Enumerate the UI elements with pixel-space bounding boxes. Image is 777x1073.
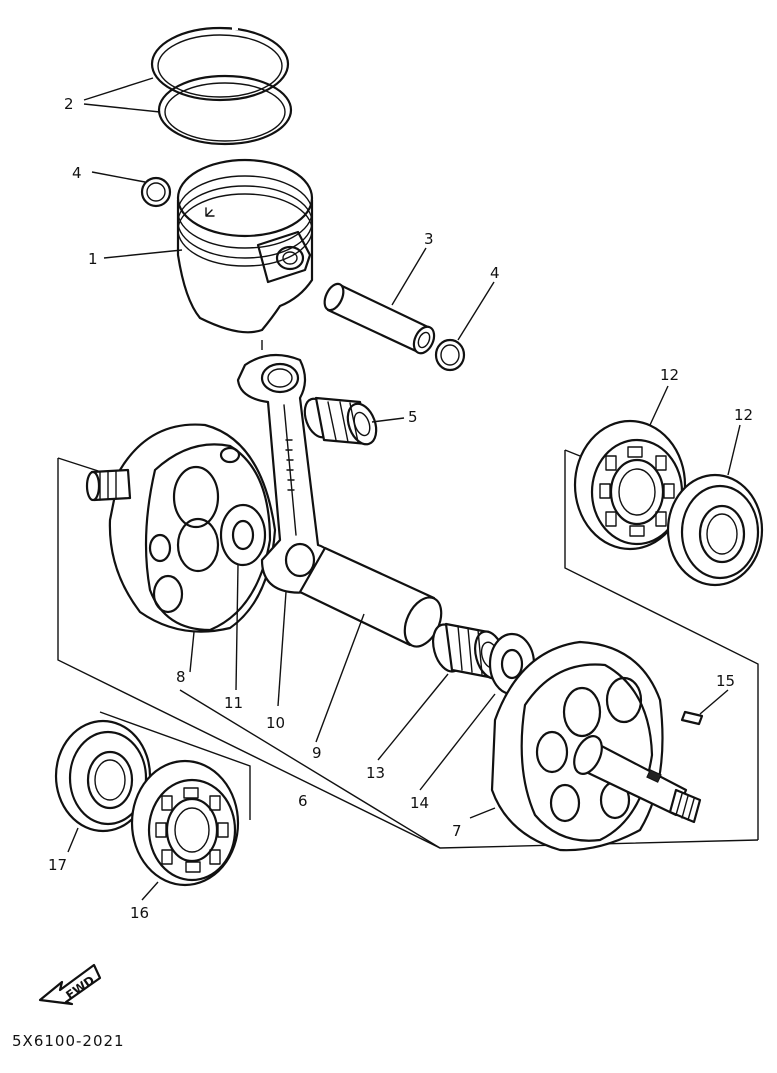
callout-12-left: 11 bbox=[224, 694, 243, 712]
bearing-rollers-right bbox=[599, 446, 675, 537]
piston-ring-upper bbox=[150, 26, 290, 102]
crank-shaft-right bbox=[573, 735, 702, 824]
callout-6: 6 bbox=[298, 792, 308, 810]
piston bbox=[176, 158, 314, 334]
circlip-left bbox=[140, 176, 172, 208]
small-end-bearing bbox=[303, 396, 378, 446]
crank-wheel-left bbox=[108, 423, 277, 633]
callout-12-right: 14 bbox=[410, 794, 429, 812]
crank-shaft-left bbox=[85, 468, 132, 502]
callout-10: 10 bbox=[266, 714, 285, 732]
main-bearing-left bbox=[130, 759, 240, 887]
callout-7: 7 bbox=[452, 822, 462, 840]
piston-ring-lower bbox=[157, 74, 293, 146]
callout-4-right: 4 bbox=[490, 264, 500, 282]
thrust-washer-left bbox=[219, 503, 267, 567]
callout-11: 13 bbox=[366, 764, 385, 782]
callout-5: 5 bbox=[408, 408, 418, 426]
callout-15: 15 bbox=[716, 672, 735, 690]
assembly-bracket-bearings bbox=[99, 711, 251, 820]
fwd-arrow-icon: FWD bbox=[38, 963, 102, 1006]
piston-pin bbox=[323, 282, 436, 355]
leader-lines bbox=[67, 77, 741, 901]
callout-9: 9 bbox=[312, 744, 322, 762]
callout-14: 12 bbox=[734, 406, 753, 424]
circlip-right bbox=[434, 338, 466, 372]
part-code: 5X6100-2021 bbox=[12, 1032, 125, 1050]
callout-13: 12 bbox=[660, 366, 679, 384]
woodruff-key bbox=[680, 710, 704, 726]
callout-4-left: 4 bbox=[72, 164, 82, 182]
bearing-rollers-left bbox=[155, 787, 229, 873]
callout-3: 3 bbox=[424, 230, 434, 248]
callout-2: 2 bbox=[64, 95, 74, 113]
main-bearing-right bbox=[573, 419, 687, 551]
oil-seal-right bbox=[666, 473, 764, 587]
callout-labels: 2 4 1 3 4 5 12 12 15 8 11 10 9 6 13 14 7… bbox=[48, 95, 753, 922]
callout-8: 8 bbox=[176, 668, 186, 686]
callout-16: 16 bbox=[130, 904, 149, 922]
crank-pin bbox=[298, 546, 443, 648]
callout-1: 1 bbox=[88, 250, 98, 268]
callout-17: 17 bbox=[48, 856, 67, 874]
